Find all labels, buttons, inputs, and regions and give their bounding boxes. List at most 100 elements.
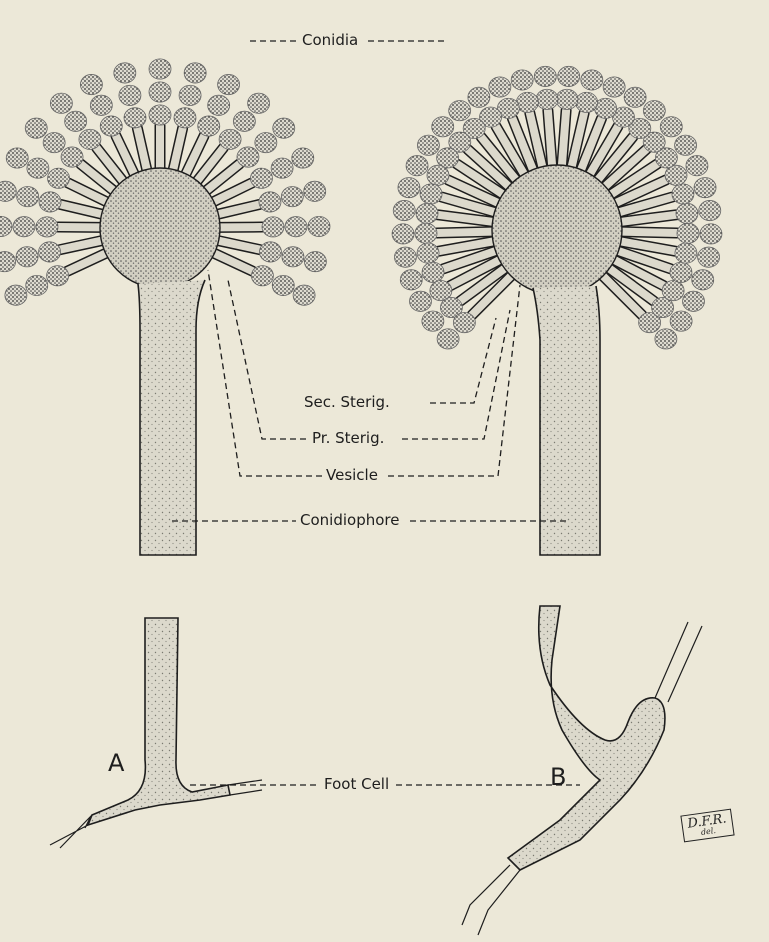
- a-conidium: [39, 242, 61, 262]
- a-conidium: [47, 266, 69, 286]
- b-vesicle: [492, 165, 622, 295]
- a-sterigma: [214, 253, 252, 271]
- a-sterigma: [173, 129, 182, 170]
- a-conidium: [208, 95, 230, 115]
- b-conidium: [660, 117, 682, 137]
- a-head: [0, 59, 330, 305]
- b-conidium: [686, 156, 708, 176]
- a-conidium: [43, 132, 65, 152]
- panel-label-b: B: [550, 765, 566, 789]
- b-conidium: [581, 70, 603, 90]
- b-conidium: [677, 223, 699, 243]
- a-conidium: [48, 168, 70, 188]
- a-conidium: [149, 105, 171, 125]
- a-conidium: [285, 217, 307, 237]
- b-conidium: [676, 203, 698, 223]
- b-conidium: [698, 247, 720, 267]
- b-conidium: [453, 313, 475, 333]
- b-conidium: [534, 66, 556, 86]
- b-conidium: [670, 311, 692, 331]
- b-conidium: [670, 262, 692, 282]
- a-conidium: [282, 247, 304, 267]
- b-conidium: [432, 117, 454, 137]
- label-sec-sterig: Sec. Sterig.: [304, 395, 390, 410]
- b-conidium: [655, 329, 677, 349]
- a-conidium: [80, 74, 102, 94]
- label-conidia: Conidia: [302, 33, 358, 48]
- label-vesicle: Vesicle: [326, 468, 378, 483]
- a-conidium: [174, 108, 196, 128]
- b-conidium: [556, 89, 578, 109]
- label-foot-cell: Foot Cell: [324, 777, 389, 792]
- a-conidium: [272, 275, 294, 295]
- a-conidium: [293, 285, 315, 305]
- b-conidium: [700, 224, 722, 244]
- b-conidium: [558, 66, 580, 86]
- b-conidium: [692, 270, 714, 290]
- a-conidium: [0, 252, 16, 272]
- a-conidium: [149, 82, 171, 102]
- a-conidium: [61, 147, 83, 167]
- b-conidium: [422, 311, 444, 331]
- b-conidium: [694, 178, 716, 198]
- b-conidium: [417, 243, 439, 263]
- b-sterigma: [437, 232, 492, 233]
- a-conidium: [218, 74, 240, 94]
- b-conidium: [468, 87, 490, 107]
- a-conidium: [17, 187, 39, 207]
- a-conidium: [255, 132, 277, 152]
- a-sterigma: [218, 204, 259, 214]
- b-conidium: [417, 135, 439, 155]
- b-conidium: [416, 203, 438, 223]
- b-conidium: [489, 77, 511, 97]
- b-conidium: [576, 92, 598, 112]
- b-sterigma: [562, 110, 566, 165]
- a-sterigma: [60, 241, 101, 250]
- b-conidium: [420, 184, 442, 204]
- a-conidium: [6, 148, 28, 168]
- b-conidium: [624, 87, 646, 107]
- a-conidium: [259, 242, 281, 262]
- b-conidium: [699, 200, 721, 220]
- a-conidium: [271, 158, 293, 178]
- b-conidium: [422, 262, 444, 282]
- a-conidium: [50, 93, 72, 113]
- b-conidiophore-upper: [533, 286, 600, 555]
- a-conidium: [0, 216, 12, 236]
- a-conidium: [25, 118, 47, 138]
- a-conidium: [179, 85, 201, 105]
- a-conidium: [124, 108, 146, 128]
- panel-label-a: A: [108, 751, 124, 775]
- b-conidium: [410, 291, 432, 311]
- a-conidium: [259, 192, 281, 212]
- a-conidium: [251, 266, 273, 286]
- a-conidium: [262, 217, 284, 237]
- a-foot-cell: [88, 618, 230, 825]
- b-conidium: [672, 184, 694, 204]
- a-conidium: [250, 168, 272, 188]
- a-conidium: [149, 59, 171, 79]
- a-conidium: [16, 247, 38, 267]
- b-conidium: [643, 101, 665, 121]
- b-sterigma: [622, 232, 677, 233]
- a-conidium: [292, 148, 314, 168]
- a-sterigma: [137, 129, 146, 170]
- a-conidium: [36, 217, 58, 237]
- b-conidium: [393, 200, 415, 220]
- label-pr-sterig: Pr. Sterig.: [312, 431, 384, 446]
- b-conidium: [394, 247, 416, 267]
- a-conidium: [184, 63, 206, 83]
- b-conidium: [675, 243, 697, 263]
- b-conidium: [427, 165, 449, 185]
- a-vesicle: [100, 168, 220, 288]
- a-sterigma: [61, 204, 102, 214]
- a-sterigma: [219, 241, 260, 250]
- b-conidium: [406, 156, 428, 176]
- b-sterigma: [548, 110, 552, 165]
- b-conidium: [682, 291, 704, 311]
- b-foot-cell: [508, 606, 665, 870]
- a-conidium: [281, 187, 303, 207]
- a-conidium: [90, 95, 112, 115]
